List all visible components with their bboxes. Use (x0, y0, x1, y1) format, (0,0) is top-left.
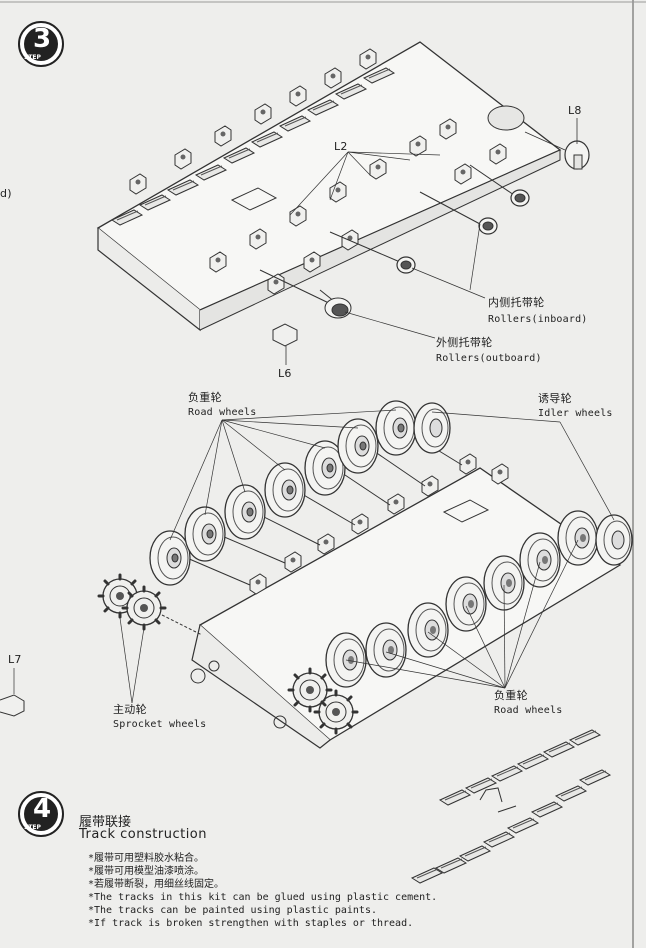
upper-road-wheels (149, 400, 463, 586)
step4-title-cn: 履带联接 (79, 815, 132, 830)
note-line: *履带可用塑料胶水粘合。 (88, 853, 205, 864)
road-wheels-bottom-cn: 负重轮 (494, 689, 528, 702)
step4-notes: *履带可用塑料胶水粘合。 *履带可用模型油漆喷涂。 *若履带断裂，用细丝线固定。… (88, 852, 437, 930)
rollers-inboard-cn: 内侧托带轮 (488, 296, 545, 309)
road-wheels-top-cn: 负重轮 (188, 391, 222, 404)
rollers-inboard-en: Rollers(inboard) (488, 314, 588, 325)
part-l2-label: L2 (334, 140, 348, 153)
rollers-outboard-en: Rollers(outboard) (436, 353, 542, 364)
note-line: *The tracks can be painted using plastic… (88, 905, 377, 916)
sprocket-parts (97, 573, 203, 636)
road-wheel-leaders-top (169, 409, 397, 541)
step3-label: STEP (24, 54, 41, 61)
note-line: *The tracks in this kit can be glued usi… (88, 892, 438, 903)
track-illustration (411, 729, 611, 884)
step4-badge (18, 791, 64, 837)
rollers-outboard-cn: 外侧托带轮 (436, 336, 493, 349)
l2-leaders (289, 151, 441, 216)
l6-part (272, 323, 298, 365)
wheel-hull (190, 467, 622, 749)
part-l8-label: L8 (568, 104, 582, 117)
step3-badge (18, 21, 64, 67)
road-wheel-leaders-bottom (345, 539, 579, 689)
idler-wheels-en: Idler wheels (538, 408, 613, 419)
road-wheels-top-en: Road wheels (188, 407, 257, 418)
step4-label: STEP (24, 824, 41, 831)
note-line: *履带可用模型油漆喷涂。 (88, 866, 205, 877)
l7-part (0, 668, 25, 717)
step3-rollers (259, 164, 530, 319)
part-l7-label: L7 (8, 653, 22, 666)
step4-title-en: Track construction (79, 827, 207, 842)
idler-wheels-cn: 诱导轮 (538, 392, 572, 405)
step3-hull (96, 41, 562, 332)
sprocket-wheels-en: Sprocket wheels (113, 719, 207, 730)
l8-part (524, 118, 590, 170)
note-line: *若履带断裂，用细丝线固定。 (88, 879, 225, 890)
edge-fragment-text: d) (0, 187, 12, 200)
road-wheels-bottom-en: Road wheels (494, 705, 563, 716)
step3-number: 3 (33, 24, 52, 54)
step4-number: 4 (33, 794, 52, 824)
part-l6-label: L6 (278, 367, 292, 380)
sprocket-wheels-cn: 主动轮 (113, 703, 147, 716)
note-line: *If track is broken strengthen with stap… (88, 918, 414, 929)
